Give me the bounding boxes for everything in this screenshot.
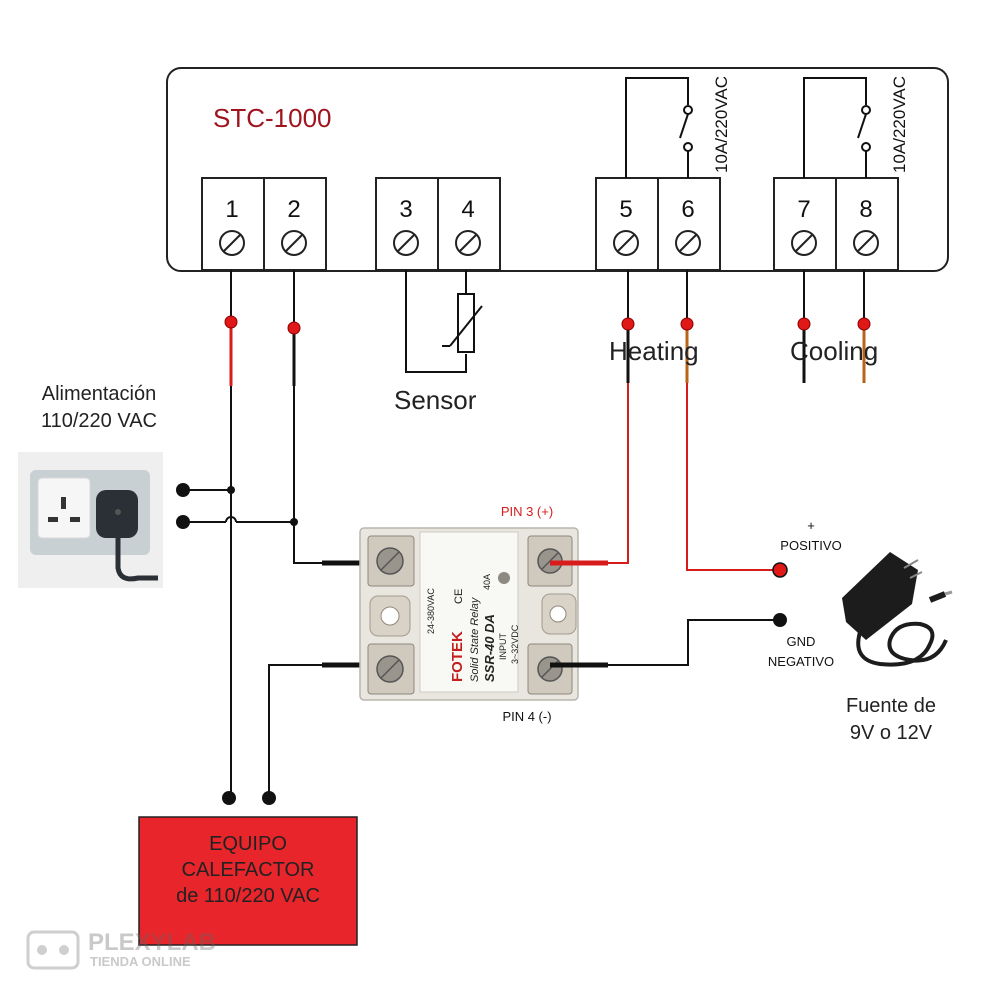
terminal-3-label: 3: [399, 196, 412, 223]
cooling-relay-rating: 10A/220VAC: [890, 76, 909, 173]
screw-icon: [675, 230, 701, 256]
screw-icon: [455, 230, 481, 256]
solid-state-relay: FOTEK Solid State Relay SSR-40 DA 40A 24…: [359, 527, 579, 701]
terminal-block-heating: [595, 177, 721, 271]
terminal-6-label: 6: [681, 196, 694, 223]
power-leads: [224, 270, 301, 798]
plexylab-watermark: PLEXYLAB TIENDA ONLINE: [26, 929, 216, 970]
relay-model: SSR-40 DA: [482, 614, 497, 682]
controller-model: STC-1000: [213, 103, 332, 133]
screw-icon: [376, 655, 404, 683]
screw-icon: [853, 230, 879, 256]
relay-ce-mark: CE: [453, 589, 465, 604]
watermark-brand: PLEXYLAB: [88, 929, 216, 956]
heater-terminal-2: [262, 791, 276, 805]
terminal-block-sensor: [375, 177, 501, 271]
power-label-line2: 110/220 VAC: [41, 410, 157, 432]
supply-positive-terminal: [772, 562, 788, 578]
supply-label-line2: 9V o 12V: [850, 722, 933, 744]
terminal-1-label: 1: [225, 196, 238, 223]
screw-icon: [376, 547, 404, 575]
terminal-block-power: [201, 177, 327, 271]
socket-wires: [183, 489, 294, 523]
screw-icon: [281, 230, 307, 256]
terminal-5-label: 5: [619, 196, 632, 223]
wall-socket-icon: [18, 452, 163, 588]
heater-label-line1: EQUIPO: [209, 833, 287, 855]
screw-icon: [219, 230, 245, 256]
cooling-relay-contact: [803, 77, 871, 178]
pin4-label: PIN 4 (-): [502, 709, 551, 724]
heater-terminal-1: [222, 791, 236, 805]
watermark-sub: TIENDA ONLINE: [90, 954, 191, 969]
supply-plus: +: [807, 518, 815, 533]
terminal-block-cooling: [773, 177, 899, 271]
pin3-label: PIN 3 (+): [501, 504, 553, 519]
relay-input-label: INPUT: [498, 632, 508, 660]
supply-positive-label: POSITIVO: [780, 538, 841, 553]
screw-icon: [791, 230, 817, 256]
relay-output-range: 24-380VAC: [426, 588, 436, 634]
heating-leads: [621, 270, 694, 383]
power-adapter-icon: [842, 552, 953, 667]
terminal-8-label: 8: [859, 196, 872, 223]
relay-brand: FOTEK: [449, 631, 466, 682]
screw-icon: [393, 230, 419, 256]
supply-negative-label: NEGATIVO: [768, 654, 834, 669]
terminal-4-label: 4: [461, 196, 474, 223]
relay-input-range: 3~32VDC: [510, 624, 520, 664]
supply-label-line1: Fuente de: [846, 695, 936, 717]
ssr-input-wires: [550, 383, 780, 668]
heater-label-line3: de 110/220 VAC: [176, 885, 320, 907]
heating-label: Heating: [609, 336, 699, 366]
terminal-7-label: 7: [797, 196, 810, 223]
sensor-label: Sensor: [394, 385, 477, 415]
sensor-thermistor: [405, 270, 483, 373]
relay-current: 40A: [482, 574, 492, 590]
controller-housing: [166, 67, 949, 272]
heating-relay-rating: 10A/220VAC: [712, 76, 731, 173]
screw-icon: [613, 230, 639, 256]
heating-relay-contact: [625, 77, 693, 178]
heater-label-line2: CALEFACTOR: [182, 859, 315, 881]
supply-gnd-label: GND: [787, 634, 816, 649]
cooling-label: Cooling: [790, 336, 878, 366]
heater-box: [138, 816, 358, 946]
screw-icons: [219, 230, 879, 256]
terminal-2-label: 2: [287, 196, 300, 223]
supply-negative-terminal: [773, 613, 787, 627]
screw-icon: [537, 656, 563, 682]
power-label-line1: Alimentación: [42, 383, 157, 405]
relay-type: Solid State Relay: [469, 596, 481, 682]
cooling-leads: [797, 270, 871, 383]
